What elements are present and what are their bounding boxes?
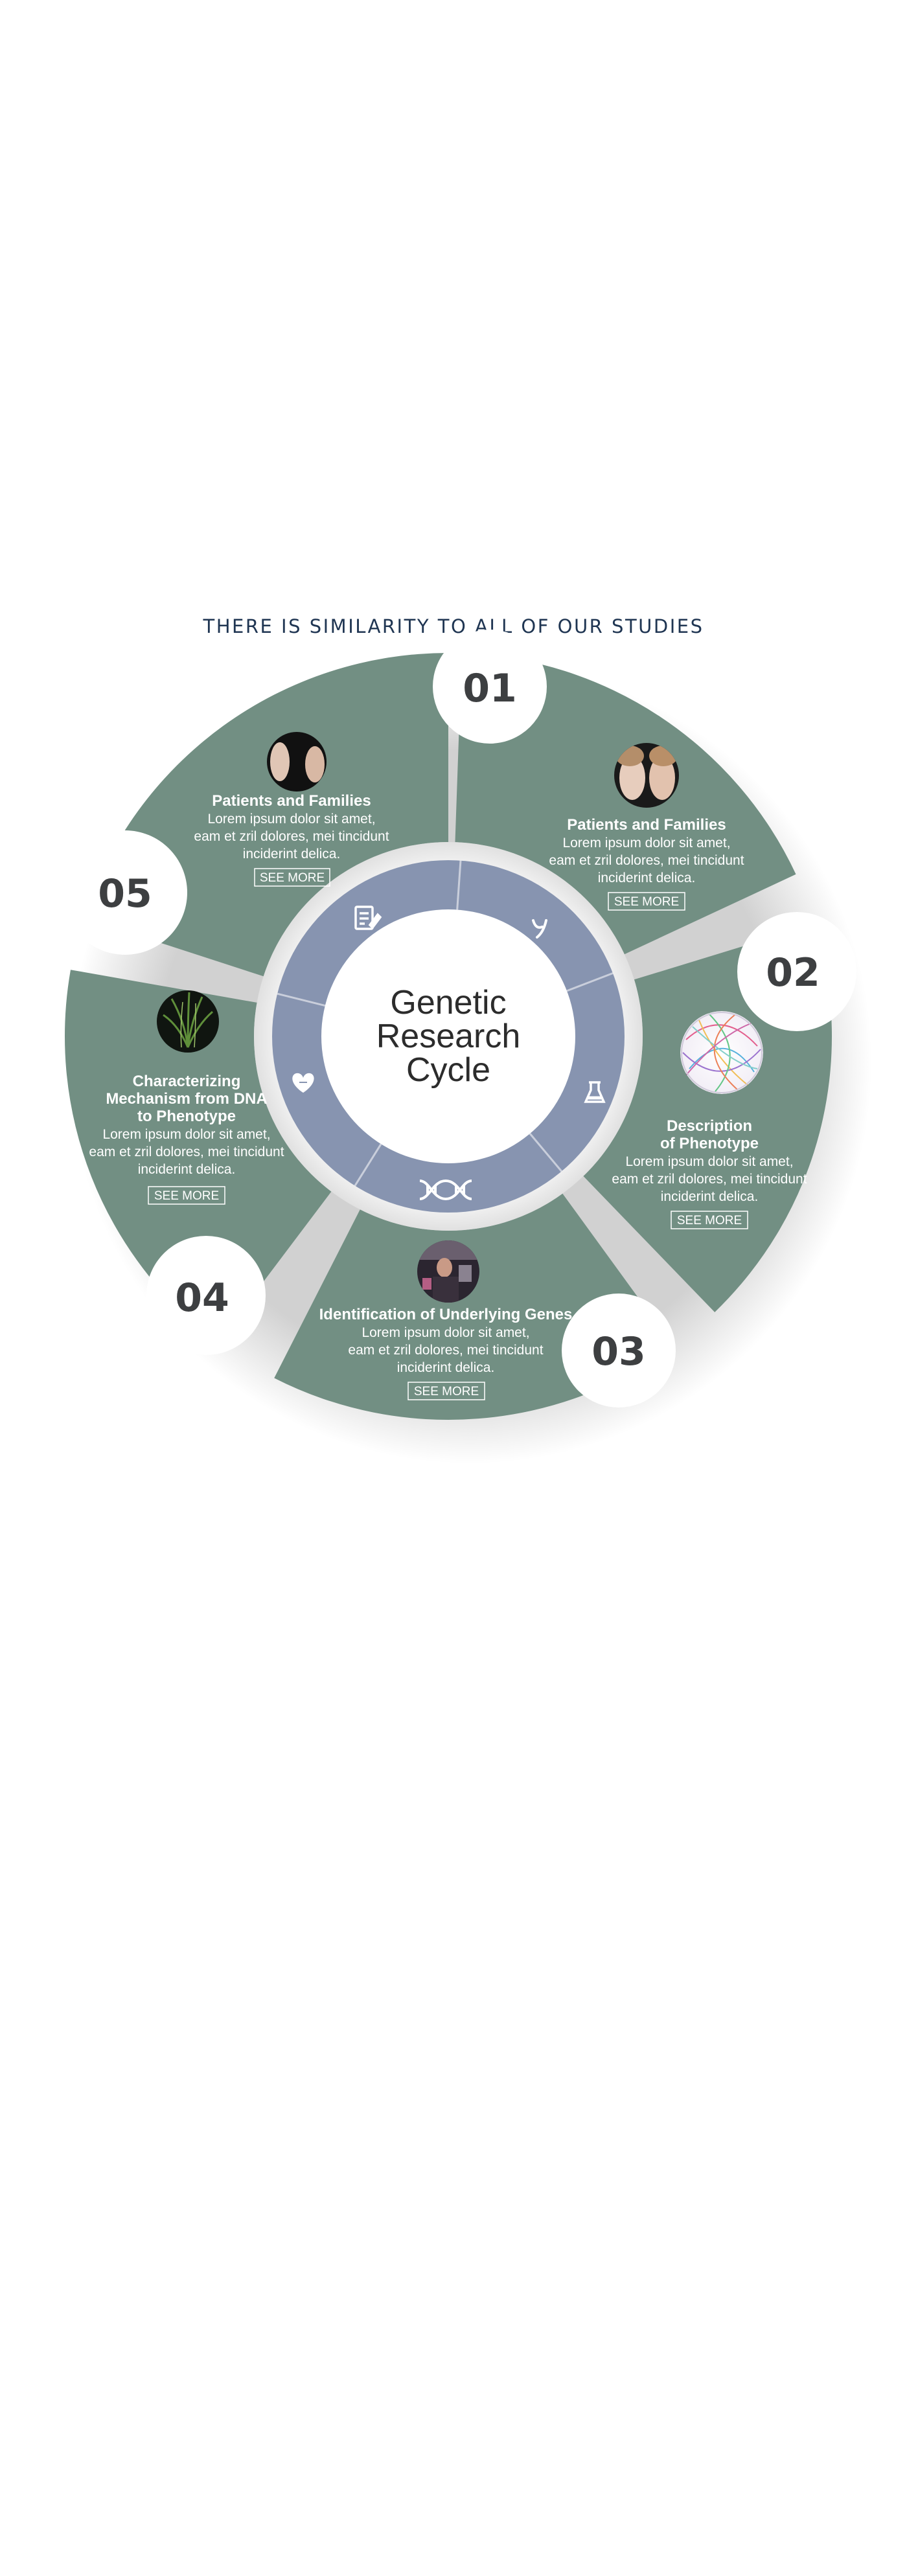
ring-divider-5 — [456, 860, 462, 910]
segment-wedge-04 — [65, 970, 332, 1343]
center-title: Genetic Research Cycle — [376, 984, 521, 1089]
segment-02-title-line1: Description — [667, 1117, 752, 1135]
segment-03-body-line3: inciderint delica. — [397, 1360, 495, 1375]
segment-05-body-line1: Lorem ipsum dolor sit amet, — [207, 812, 375, 826]
ring-dividers — [277, 860, 614, 1187]
number-notch-03 — [562, 1294, 676, 1408]
ring-divider-2 — [529, 1133, 562, 1172]
ring-divider-3 — [354, 1143, 382, 1187]
segment-04-see-more-button[interactable]: SEE MORE — [148, 1186, 225, 1205]
segment-03-see-more-label: SEE MORE — [414, 1385, 479, 1398]
dark-faces-photo — [267, 732, 327, 792]
segment-02-content: Description of Phenotype Lorem ipsum dol… — [612, 1117, 807, 1229]
step-number-02: 02 — [766, 950, 820, 996]
y-chromosome-icon — [532, 919, 547, 939]
segment-02-body-line1: Lorem ipsum dolor sit amet, — [625, 1154, 793, 1169]
segment-01-see-more-button[interactable]: SEE MORE — [608, 892, 685, 911]
number-notch-04 — [146, 1236, 266, 1355]
two-faces-photo — [614, 743, 679, 808]
number-notch-05 — [63, 830, 187, 955]
segment-04-content: Characterizing Mechanism from DNA to Phe… — [89, 1073, 284, 1205]
segment-05-see-more-label: SEE MORE — [260, 871, 325, 885]
segment-02-title-line2: of Phenotype — [660, 1135, 759, 1152]
step-number-05: 05 — [98, 871, 152, 917]
step-number-04: 04 — [175, 1275, 229, 1321]
segment-03-see-more-button[interactable]: SEE MORE — [408, 1382, 485, 1400]
lab-researcher-photo — [417, 1240, 479, 1303]
segment-03-title: Identification of Underlying Genes — [319, 1306, 573, 1323]
segment-01-body-line2: eam et zril dolores, mei tincidunt — [549, 853, 744, 868]
segment-04-title-line1: Characterizing — [133, 1073, 241, 1090]
number-notch-02 — [737, 912, 856, 1031]
plant-photo — [157, 990, 219, 1053]
segment-02-see-more-button[interactable]: SEE MORE — [671, 1211, 748, 1229]
segment-01-title: Patients and Families — [567, 816, 726, 834]
segment-02-body-line3: inciderint delica. — [661, 1189, 759, 1204]
segment-03-content: Identification of Underlying Genes Lorem… — [319, 1306, 573, 1400]
segment-05-content: Patients and Families Lorem ipsum dolor … — [194, 792, 389, 887]
document-icon — [354, 906, 382, 930]
center-title-line2: Research — [376, 1018, 521, 1055]
dna-icon — [419, 1179, 472, 1201]
segment-01-content: Patients and Families Lorem ipsum dolor … — [549, 816, 744, 911]
segment-05-body-line3: inciderint delica. — [243, 847, 341, 861]
segment-05-title: Patients and Families — [212, 792, 371, 810]
segment-04-body-line1: Lorem ipsum dolor sit amet, — [102, 1127, 270, 1142]
segment-05-body-line2: eam et zril dolores, mei tincidunt — [194, 829, 389, 844]
segment-04-title-line3: to Phenotype — [137, 1108, 236, 1125]
segment-02-see-more-label: SEE MORE — [677, 1214, 742, 1227]
segment-04-body-line2: eam et zril dolores, mei tincidunt — [89, 1145, 284, 1159]
segment-04-see-more-label: SEE MORE — [154, 1189, 219, 1203]
segment-04-body-line3: inciderint delica. — [138, 1162, 236, 1177]
segment-wedge-01 — [455, 653, 796, 955]
segment-02-body-line2: eam et zril dolores, mei tincidunt — [612, 1172, 807, 1187]
segment-wedges — [65, 653, 832, 1420]
segment-03-body-line2: eam et zril dolores, mei tincidunt — [348, 1343, 543, 1358]
segment-03-body-line1: Lorem ipsum dolor sit amet, — [362, 1325, 529, 1340]
number-notches — [63, 630, 856, 1408]
segment-01-see-more-label: SEE MORE — [614, 895, 679, 909]
ring-divider-4 — [277, 992, 326, 1007]
flask-icon — [584, 1081, 606, 1103]
ring-divider-1 — [566, 972, 614, 992]
page-title: THERE IS SIMILARITY TO ALL OF OUR STUDIE… — [203, 615, 704, 637]
center-title-line3: Cycle — [406, 1051, 490, 1089]
segment-01-body-line3: inciderint delica. — [598, 871, 696, 885]
colorful-network-photo — [680, 1011, 763, 1094]
segment-04-title-line2: Mechanism from DNA — [106, 1090, 267, 1108]
segment-05-see-more-button[interactable]: SEE MORE — [254, 868, 330, 887]
segment-01-body-line1: Lorem ipsum dolor sit amet, — [562, 836, 730, 850]
number-notch-01 — [433, 630, 547, 744]
step-number-01: 01 — [463, 666, 517, 711]
step-number-03: 03 — [591, 1329, 646, 1374]
center-title-line1: Genetic — [390, 984, 506, 1021]
center-disc — [321, 909, 575, 1163]
heart-hand-icon — [292, 1073, 314, 1093]
